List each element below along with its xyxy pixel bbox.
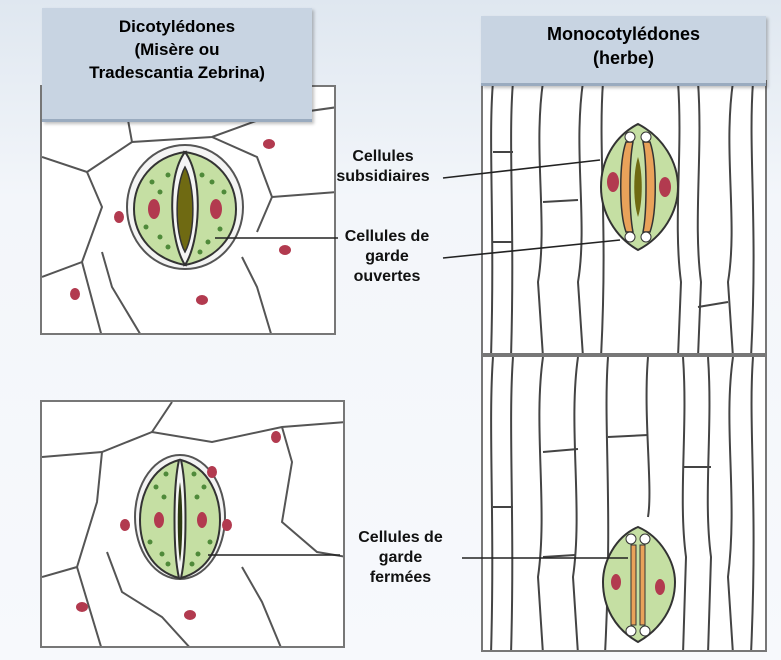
dicot-header: Dicotylédones (Misère ou Tradescantia Ze… [42,8,312,122]
label-closed-line3: fermées [338,568,463,588]
monocot-closed-panel [481,355,767,652]
label-guard-cells-closed: Cellules de garde fermées [338,528,463,588]
label-open-line2: garde [328,247,446,267]
dicot-header-line3: Tradescantia Zebrina) [42,62,312,85]
label-closed-line2: garde [338,548,463,568]
label-subsidiary-line1: Cellules [318,147,448,167]
dicot-stoma-open [127,145,243,269]
label-closed-line1: Cellules de [338,528,463,548]
label-open-line1: Cellules de [328,227,446,247]
dicot-header-line1: Dicotylédones [42,16,312,39]
label-subsidiary-cells: Cellules subsidiaires [318,147,448,187]
monocot-open-panel [481,80,767,355]
monocot-header-line2: (herbe) [481,46,766,70]
monocot-stoma-closed [603,527,675,642]
dicot-closed-panel [40,400,345,648]
dicot-header-line2: (Misère ou [42,39,312,62]
monocot-header-line1: Monocotylédones [481,22,766,46]
label-guard-cells-open: Cellules de garde ouvertes [328,227,446,287]
monocot-stoma-open [601,124,678,250]
label-open-line3: ouvertes [328,267,446,287]
monocot-header: Monocotylédones (herbe) [481,16,766,86]
label-subsidiary-line2: subsidiaires [318,167,448,187]
dicot-open-panel [40,85,336,335]
